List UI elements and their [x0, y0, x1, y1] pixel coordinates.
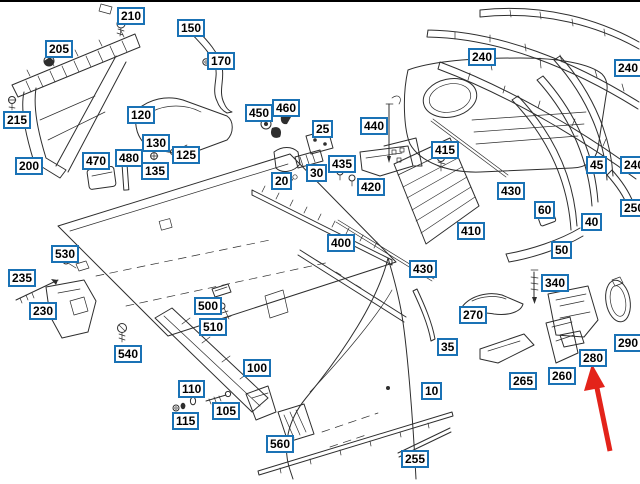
part-150-bracket-drawing — [190, 29, 233, 114]
part-label-410[interactable]: 410 — [457, 222, 486, 240]
part-label-230[interactable]: 230 — [29, 302, 58, 320]
window-top-border — [0, 0, 640, 2]
part-label-420[interactable]: 420 — [357, 178, 386, 196]
part-label-210[interactable]: 210 — [117, 7, 146, 25]
part-label-400[interactable]: 400 — [327, 234, 356, 252]
part-label-260[interactable]: 260 — [548, 367, 577, 385]
part-250-corner-strip-drawing — [606, 169, 634, 208]
part-40-45-50-trim-strips-drawing — [505, 55, 614, 263]
part-label-270[interactable]: 270 — [459, 306, 488, 324]
part-265-wing-drawing — [479, 333, 535, 364]
part-label-235[interactable]: 235 — [8, 269, 37, 287]
part-label-250[interactable]: 250 — [620, 199, 640, 217]
part-label-435[interactable]: 435 — [328, 155, 357, 173]
part-label-20[interactable]: 20 — [271, 172, 293, 190]
part-label-480[interactable]: 480 — [115, 149, 144, 167]
part-135-screw-drawing — [150, 152, 159, 161]
part-115-fastener-drawing — [172, 404, 180, 412]
part-label-120[interactable]: 120 — [127, 106, 156, 124]
part-290-ring-drawing — [605, 276, 631, 323]
part-480-strip-drawing — [121, 165, 130, 191]
part-420-bracket-drawing — [359, 137, 423, 177]
part-label-430[interactable]: 430 — [409, 260, 438, 278]
part-500-clip-drawing — [211, 283, 232, 298]
part-label-240[interactable]: 240 — [620, 156, 640, 174]
part-label-240[interactable]: 240 — [614, 59, 640, 77]
part-400-sill-strip-drawing — [251, 185, 393, 266]
bumper-liner-panel-drawing — [57, 153, 397, 337]
part-label-215[interactable]: 215 — [3, 111, 32, 129]
bumper-inner-rail-drawing — [297, 249, 407, 323]
part-35-strip-drawing — [412, 288, 436, 342]
part-label-115[interactable]: 115 — [172, 412, 200, 430]
part-label-205[interactable]: 205 — [45, 40, 74, 58]
part-110-fasteners-drawing — [180, 396, 197, 410]
part-label-460[interactable]: 460 — [272, 99, 301, 117]
part-105-screw-drawing — [205, 390, 232, 405]
part-label-540[interactable]: 540 — [114, 345, 143, 363]
highlight-arrow — [584, 364, 613, 452]
part-label-510[interactable]: 510 — [199, 318, 228, 336]
part-label-35[interactable]: 35 — [437, 338, 459, 356]
part-label-135[interactable]: 135 — [141, 162, 170, 180]
part-440-rod-drawing — [385, 95, 401, 163]
part-280-housing-drawing — [547, 285, 599, 348]
part-235-screw-drawing — [15, 279, 59, 304]
part-label-450[interactable]: 450 — [245, 104, 274, 122]
part-label-415[interactable]: 415 — [431, 141, 460, 159]
part-label-25[interactable]: 25 — [312, 120, 334, 138]
part-label-105[interactable]: 105 — [212, 402, 241, 420]
part-label-530[interactable]: 530 — [51, 245, 80, 263]
part-label-200[interactable]: 200 — [15, 157, 44, 175]
part-label-240[interactable]: 240 — [468, 48, 497, 66]
part-label-440[interactable]: 440 — [360, 117, 389, 135]
part-label-265[interactable]: 265 — [509, 372, 538, 390]
part-45-diffuser-drawing — [403, 57, 608, 173]
part-100-rail-drawing — [154, 307, 277, 421]
part-label-110[interactable]: 110 — [178, 380, 206, 398]
part-label-60[interactable]: 60 — [534, 201, 556, 219]
part-label-150[interactable]: 150 — [177, 19, 206, 37]
part-label-30[interactable]: 30 — [306, 164, 328, 182]
part-label-340[interactable]: 340 — [541, 274, 570, 292]
part-215-bolt-drawing — [8, 96, 17, 111]
part-340-pin-drawing — [530, 269, 539, 304]
part-label-430[interactable]: 430 — [497, 182, 526, 200]
part-30-bracket-drawing — [294, 149, 324, 169]
part-435-clips-drawing — [336, 168, 356, 187]
part-560-wedge-drawing — [277, 403, 315, 443]
part-label-50[interactable]: 50 — [551, 241, 573, 259]
part-540-bolt-drawing — [117, 323, 127, 343]
part-label-560[interactable]: 560 — [266, 435, 295, 453]
part-label-125[interactable]: 125 — [172, 146, 201, 164]
part-label-500[interactable]: 500 — [194, 297, 223, 315]
part-label-10[interactable]: 10 — [421, 382, 443, 400]
part-label-130[interactable]: 130 — [142, 134, 171, 152]
part-label-45[interactable]: 45 — [586, 156, 608, 174]
part-label-255[interactable]: 255 — [401, 450, 430, 468]
part-label-470[interactable]: 470 — [82, 152, 111, 170]
part-label-290[interactable]: 290 — [614, 334, 640, 352]
part-label-100[interactable]: 100 — [243, 359, 272, 377]
part-label-170[interactable]: 170 — [207, 52, 236, 70]
part-label-40[interactable]: 40 — [581, 213, 603, 231]
part-label-280[interactable]: 280 — [579, 349, 608, 367]
part-430-upper-rod-drawing — [430, 118, 509, 178]
